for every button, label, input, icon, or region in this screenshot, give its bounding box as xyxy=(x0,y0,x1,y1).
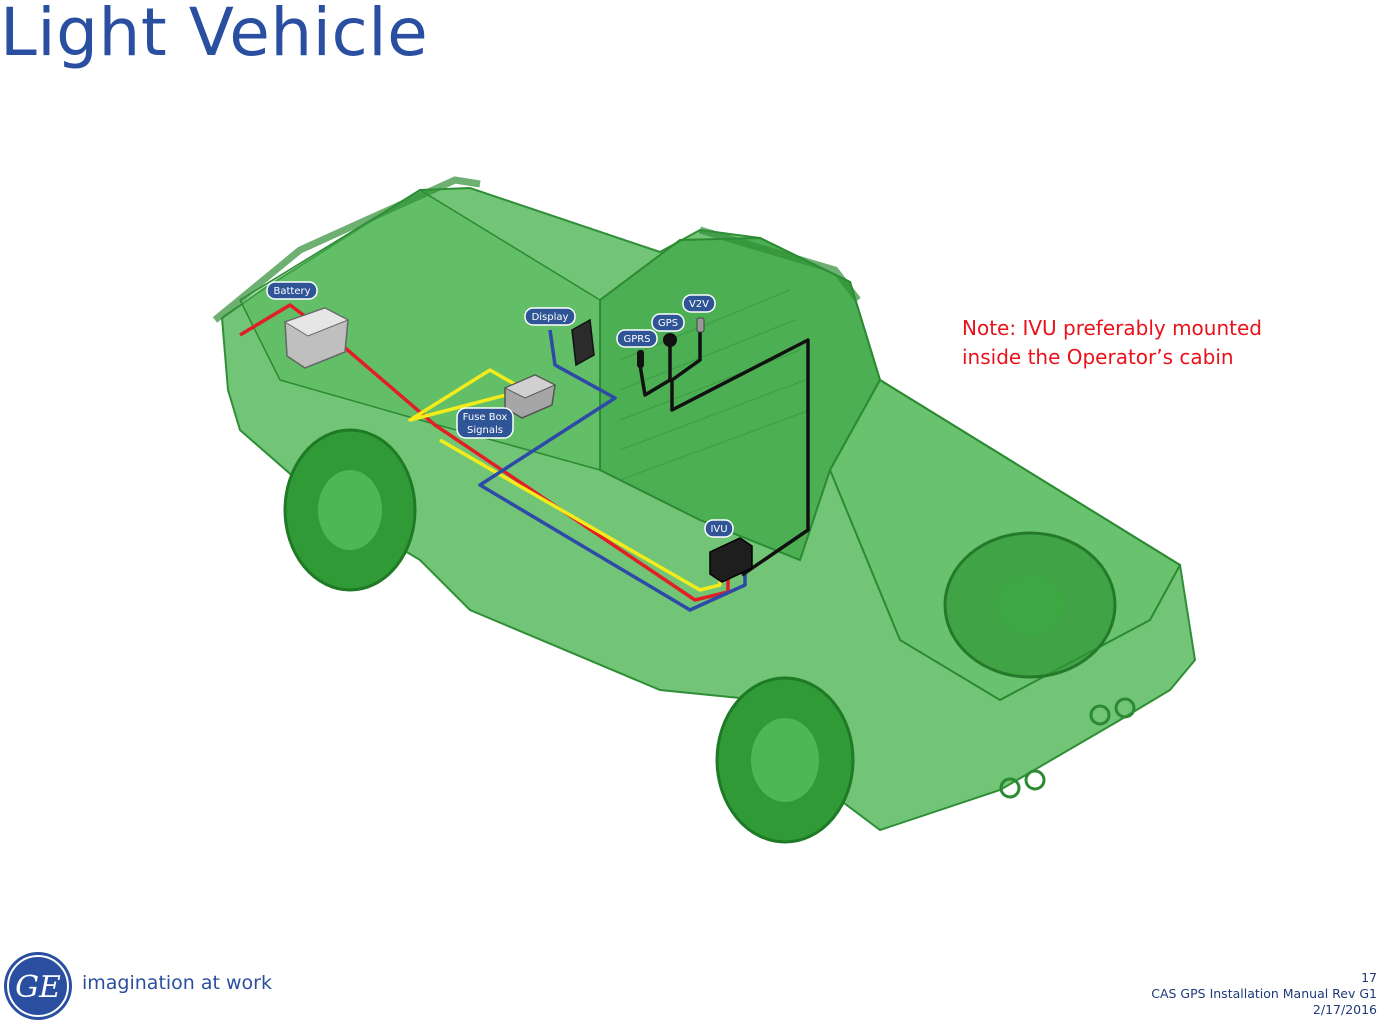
label-fuse-box: Fuse Box Signals xyxy=(456,407,514,439)
label-ivu: IVU xyxy=(704,519,734,538)
page-number: 17 xyxy=(1361,970,1377,985)
label-display: Display xyxy=(524,307,576,326)
label-v2v-text: V2V xyxy=(689,299,709,310)
document-date: 2/17/2016 xyxy=(1312,1002,1377,1017)
ivu-unit xyxy=(709,537,753,583)
page-title: Light Vehicle xyxy=(0,0,429,71)
v2v-antenna xyxy=(696,317,705,333)
antenna-wire xyxy=(638,330,810,577)
document-title: CAS GPS Installation Manual Rev G1 xyxy=(1151,986,1377,1001)
light-vehicle-illustration xyxy=(212,176,1197,844)
note-line-1: Note: IVU preferably mounted xyxy=(962,316,1262,340)
wiring-harness xyxy=(239,303,810,612)
label-gps: GPS xyxy=(651,313,685,332)
battery-unit xyxy=(283,307,350,369)
tagline: imagination at work xyxy=(82,972,272,994)
display-unit xyxy=(571,318,595,367)
label-v2v: V2V xyxy=(682,294,716,313)
logo-text: GE xyxy=(15,970,61,1005)
label-gps-text: GPS xyxy=(658,318,678,329)
data-wire xyxy=(478,329,747,612)
ge-monogram-logo-icon: GE xyxy=(4,952,72,1020)
note-line-2: inside the Operator’s cabin xyxy=(962,345,1234,369)
label-display-text: Display xyxy=(532,312,569,323)
label-ivu-text: IVU xyxy=(710,524,727,535)
installation-note: Note: IVU preferably mounted inside the … xyxy=(962,314,1262,372)
label-fuse-box-text-1: Fuse Box xyxy=(463,412,508,423)
label-fuse-box-text-2: Signals xyxy=(467,425,503,436)
label-gprs: GPRS xyxy=(616,329,658,348)
fuse-box-unit xyxy=(503,374,557,419)
label-battery-text: Battery xyxy=(273,286,310,297)
gprs-antenna xyxy=(637,350,644,368)
gps-antenna xyxy=(663,333,677,347)
page-footer: 17 CAS GPS Installation Manual Rev G1 2/… xyxy=(1151,970,1377,1018)
label-gprs-text: GPRS xyxy=(623,334,650,345)
label-battery: Battery xyxy=(266,281,318,300)
